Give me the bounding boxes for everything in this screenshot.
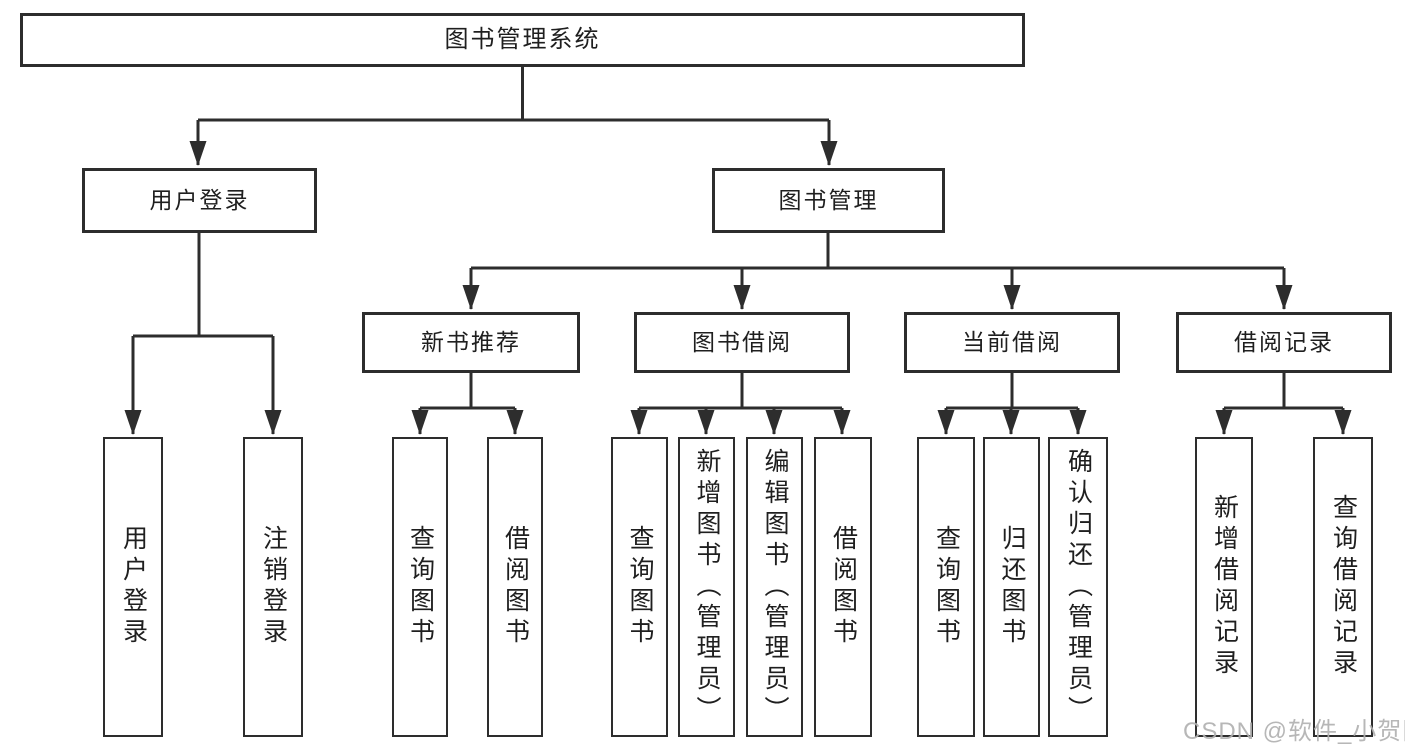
leaf-confirm-return-admin: 确认归还（管理员） bbox=[1048, 437, 1108, 737]
csdn-watermark: CSDN @软件_小贺同学 bbox=[1183, 718, 1405, 745]
leaf-borrow-books-recommend: 借阅图书 bbox=[487, 437, 543, 737]
leaf-edit-book-admin: 编辑图书（管理员） bbox=[746, 437, 803, 737]
node-borrow-records: 借阅记录 bbox=[1176, 312, 1392, 373]
leaf-query-books-current: 查询图书 bbox=[917, 437, 975, 737]
node-current-borrow: 当前借阅 bbox=[904, 312, 1120, 373]
leaf-query-borrow-record: 查询借阅记录 bbox=[1313, 437, 1373, 737]
leaf-query-books-recommend: 查询图书 bbox=[392, 437, 448, 737]
node-book-management: 图书管理 bbox=[712, 168, 945, 233]
node-user-login: 用户登录 bbox=[82, 168, 317, 233]
leaf-user-login: 用户登录 bbox=[103, 437, 163, 737]
node-book-borrow: 图书借阅 bbox=[634, 312, 850, 373]
leaf-return-book: 归还图书 bbox=[983, 437, 1040, 737]
leaf-logout-login: 注销登录 bbox=[243, 437, 303, 737]
leaf-add-borrow-record: 新增借阅记录 bbox=[1195, 437, 1253, 737]
node-library-management-system: 图书管理系统 bbox=[20, 13, 1025, 67]
leaf-query-books-borrow: 查询图书 bbox=[611, 437, 668, 737]
leaf-borrow-books: 借阅图书 bbox=[814, 437, 872, 737]
leaf-add-book-admin: 新增图书（管理员） bbox=[678, 437, 735, 737]
node-new-book-recommend: 新书推荐 bbox=[362, 312, 580, 373]
